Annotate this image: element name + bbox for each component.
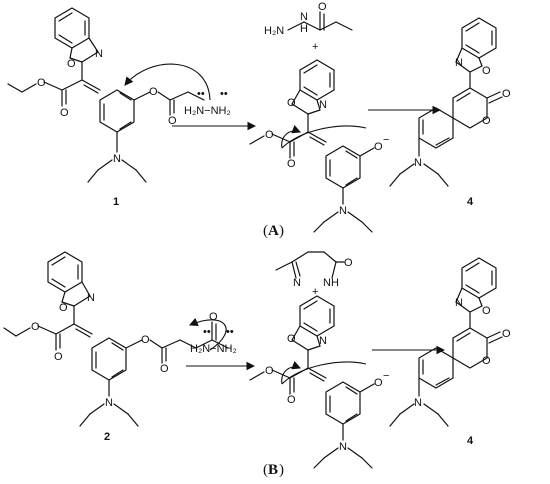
atom-O-oxazole-2: O [59,302,68,314]
lone-pair-dots-b2: •• [226,326,234,338]
coumarin-4b-structure [389,257,503,427]
lone-pair-dots-b1: •• [203,326,211,338]
curved-arrow-electron-a2 [281,125,302,149]
hydrazide-N: N [300,11,308,23]
curved-arrow-attack-b [188,317,227,351]
svg-text:(: ( [263,462,268,478]
plus-sign-a: + [312,41,318,53]
atom-O-lactone-carbonyl-4b: O [502,328,511,340]
atom-O-ester-2: O [31,321,40,333]
charge-minus-a: − [383,134,389,146]
charge-minus-b: − [383,370,389,382]
atom-O-oxazole-b: O [287,333,296,345]
atom-N-amine-1: N [113,153,121,165]
atom-O-acyl-carbonyl-1: O [168,115,177,127]
atom-O-acyl-carbonyl-2: O [160,363,169,375]
hydrazine-b: H₂N−NH₂ [190,343,237,355]
coumarin-4a-structure [389,17,503,187]
pyridazinone-structure [275,251,345,279]
atom-O-acyl-2: O [141,334,150,346]
atom-O-lactone-carbonyl-4a: O [502,88,511,100]
curved-arrow-attack-a [124,63,211,101]
atom-O-acyl-1: O [149,86,158,98]
atom-N-amine-4b: N [414,397,422,409]
propanohydrazide-structure [287,11,353,31]
svg-text:(: ( [263,223,268,239]
compound-label-2: 2 [104,431,110,443]
hydrazide-O: O [318,1,327,13]
curved-arrow-electron-b1 [281,361,367,385]
atom-N-amine-4a: N [414,157,422,169]
atom-N-oxazole-4a: N [455,57,463,69]
hydrazide-H: H [300,23,308,35]
lone-pair-dots-a2: •• [220,88,228,100]
hydrazide-H2N: H₂N [264,25,284,37]
plus-sign-b: + [312,286,318,298]
panel-label-a: ( A ) [263,223,284,239]
compound-1-structure [7,7,205,183]
hydrazine-a: H₂N−NH₂ [184,105,231,117]
atom-O-lactone-4b: O [482,355,491,367]
pyridazinone-N: N [293,277,301,289]
atom-N-oxazole-2: N [87,292,95,304]
atom-N-oxazole-1: N [95,48,103,60]
atom-O-carbonyl-b: O [287,394,296,406]
atom-O-lactone-4a: O [482,115,491,127]
compound-label-4b: 4 [467,435,474,447]
atom-O-carbonyl-a: O [287,158,296,170]
atom-O-ester-b: O [265,365,274,377]
atom-O-oxazole-4a: O [482,65,491,77]
atom-O-phenoxide-b: O [374,377,383,389]
atom-N-oxazole-4b: N [455,297,463,309]
panel-label-b: ( B ) [263,462,284,478]
compound-2-structure [3,251,229,427]
atom-O-oxazole-1: O [67,58,76,70]
atom-O-ester-a: O [265,129,274,141]
compound-label-4a: 4 [467,196,474,208]
atom-O-oxazole-a: O [287,97,296,109]
svg-text:A: A [268,223,279,239]
svg-text:): ) [279,223,284,239]
atom-O-ketone-2: O [209,311,218,323]
svg-text:): ) [279,462,284,478]
pyridazinone-O: O [344,257,353,269]
atom-O-oxazole-4b: O [482,305,491,317]
atom-O-carbonyl-2: O [54,351,63,363]
curved-arrow-electron-b2 [281,361,302,385]
pyridazinone-NH: NH [323,277,339,289]
atom-N-amine-a: N [339,205,347,217]
svg-text:B: B [268,462,278,478]
atom-N-amine-2: N [105,397,113,409]
atom-N-oxazole-b: N [319,335,327,347]
compound-label-1: 1 [113,196,119,208]
atom-O-carbonyl-1: O [60,107,69,119]
curved-arrow-electron-a1 [281,125,367,149]
atom-O-phenoxide-a: O [374,141,383,153]
atom-O-ester-1: O [37,77,46,89]
lone-pair-dots-a1: •• [197,88,205,100]
atom-N-oxazole-a: N [319,99,327,111]
intermediate-b-structure [249,295,375,469]
intermediate-a-structure [249,59,375,233]
atom-N-amine-b: N [339,441,347,453]
